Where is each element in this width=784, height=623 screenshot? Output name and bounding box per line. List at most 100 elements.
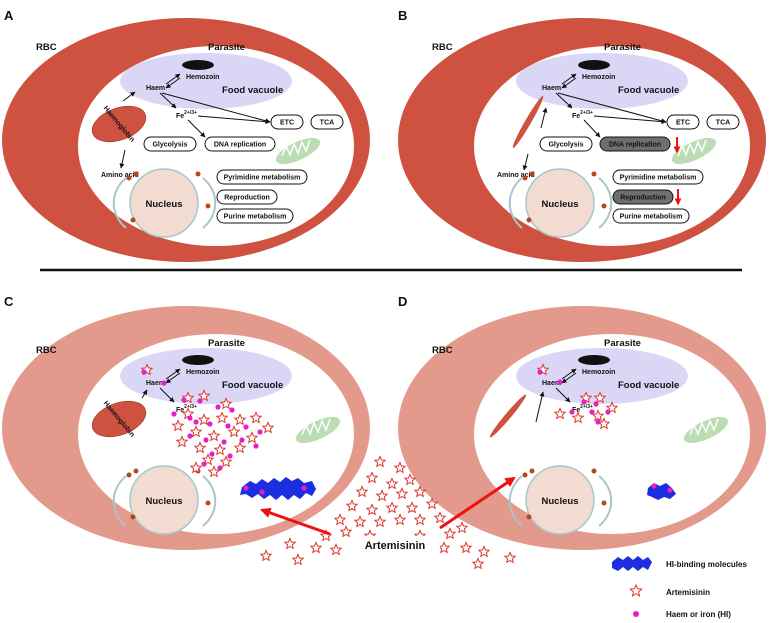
dna-replication-pill-down	[599, 136, 671, 152]
reproduction-pill	[216, 189, 278, 205]
food-vacuole	[120, 53, 292, 109]
haem-label: Haem	[146, 380, 165, 387]
nucleus	[508, 168, 613, 238]
dna-replication-pill	[204, 136, 276, 152]
haemoglobin-sliver	[512, 95, 544, 149]
rbc-label: RBC	[36, 42, 57, 53]
haem-label: Haem	[542, 380, 561, 387]
dna-replication-label: DNA replication	[214, 142, 266, 149]
artemisinin-star	[339, 525, 353, 538]
arrow-hb-to-amino	[119, 149, 126, 169]
purine-label: Purine metabolism	[620, 214, 683, 221]
artemisinin-label-bg	[350, 536, 440, 554]
arrow-hemozoin-haem	[561, 77, 577, 89]
artemisinin-star	[193, 441, 207, 454]
artemisinin-star	[259, 549, 273, 562]
haem-dot	[171, 411, 177, 417]
haemoglobin-blob	[91, 105, 147, 143]
haem-dot	[301, 485, 307, 491]
haemoglobin-sliver	[489, 394, 527, 438]
haem-dot	[229, 407, 235, 413]
artemisinin-star	[213, 443, 227, 456]
haem-dot	[201, 461, 207, 467]
artemisinin-star	[227, 425, 241, 438]
arrow-haem-fe	[555, 387, 571, 403]
artemisinin-star	[171, 419, 185, 432]
artemisinin-star	[291, 553, 305, 566]
artemisinin-star	[413, 485, 427, 498]
legend-artemisinin-icon	[629, 583, 643, 597]
artemisinin-star	[283, 537, 297, 550]
arrow-haem-hemozoin	[165, 368, 181, 380]
artemisinin-star	[233, 441, 247, 454]
etc-label: ETC	[676, 120, 690, 127]
artemisinin-star	[413, 513, 427, 526]
nucleus-label: Nucleus	[146, 199, 183, 210]
fe-label: Fe2+/3+	[572, 404, 593, 414]
food-vacuole-label: Food vacuole	[222, 85, 283, 96]
artemisinin-star	[373, 515, 387, 528]
artemisinin-star	[405, 501, 419, 514]
artemisinin-star-pool	[259, 455, 517, 570]
artemisinin-star	[189, 461, 203, 474]
artemisinin-star	[385, 477, 399, 490]
haem-dot	[589, 409, 595, 415]
fe-label: Fe2+/3+	[176, 110, 197, 120]
haem-dot	[253, 443, 259, 449]
mitochondrion	[671, 137, 717, 165]
panel-d-letter: D	[398, 294, 407, 309]
rbc-label: RBC	[432, 42, 453, 53]
haem-dot	[197, 398, 203, 404]
haem-dot	[225, 423, 231, 429]
haem-dot	[595, 419, 601, 425]
panel-c-letter: C	[4, 294, 14, 309]
artemisinin-star	[591, 409, 605, 422]
panel-d: D RBC Parasite Food vacuole Hemozoin Hae…	[398, 294, 766, 550]
arrow-haem-fe	[555, 92, 573, 109]
artemisinin-star	[593, 391, 607, 404]
arrow-fe-etc	[593, 115, 667, 125]
food-vacuole	[120, 348, 292, 404]
artemisinin-star	[245, 431, 259, 444]
artemisinin-star	[443, 527, 457, 540]
artemisinin-star-cluster-d	[536, 363, 619, 430]
artemisinin-star	[503, 551, 517, 564]
artemisinin-star	[345, 499, 359, 512]
purine-pill	[612, 208, 690, 224]
artemisinin-star	[365, 503, 379, 516]
arrow-haem-fe	[159, 92, 177, 109]
glycolysis-label: Glycolysis	[152, 142, 187, 149]
pyrimidine-pill	[216, 169, 308, 185]
haem-label: Haem	[146, 85, 165, 92]
tca-label: TCA	[716, 120, 730, 127]
artemisinin-star	[571, 411, 585, 424]
mitochondrion	[295, 416, 341, 444]
artemisinin-star	[455, 521, 469, 534]
arrow-hemozoin-haem	[561, 372, 577, 384]
artemisinin-star	[219, 397, 233, 410]
hemozoin-crystal	[182, 355, 214, 365]
haemoglobin-blob	[91, 400, 147, 438]
haem-dot	[581, 399, 587, 405]
artemisinin-star	[403, 473, 417, 486]
haem-dot	[215, 404, 221, 410]
artemisinin-star	[189, 425, 203, 438]
haem-dot	[187, 433, 193, 439]
artemisinin-star	[207, 429, 221, 442]
haem-dot	[217, 465, 223, 471]
hemozoin-crystal	[578, 60, 610, 70]
arrow-haem-hemozoin	[165, 73, 181, 85]
artemisinin-star	[373, 455, 387, 468]
haem-dot	[187, 415, 193, 421]
food-vacuole-label: Food vacuole	[618, 380, 679, 391]
etc-pill	[270, 114, 304, 130]
panel-b-letter: B	[398, 8, 407, 23]
purine-label: Purine metabolism	[224, 214, 287, 221]
hemozoin-label: Hemozoin	[582, 74, 615, 81]
artemisinin-star	[393, 461, 407, 474]
fe-label: Fe2+/3+	[176, 404, 197, 414]
artemisinin-star	[459, 541, 473, 554]
food-vacuole-label: Food vacuole	[222, 380, 283, 391]
artemisinin-star	[471, 557, 485, 570]
arrow-hb-to-haem	[122, 91, 136, 102]
